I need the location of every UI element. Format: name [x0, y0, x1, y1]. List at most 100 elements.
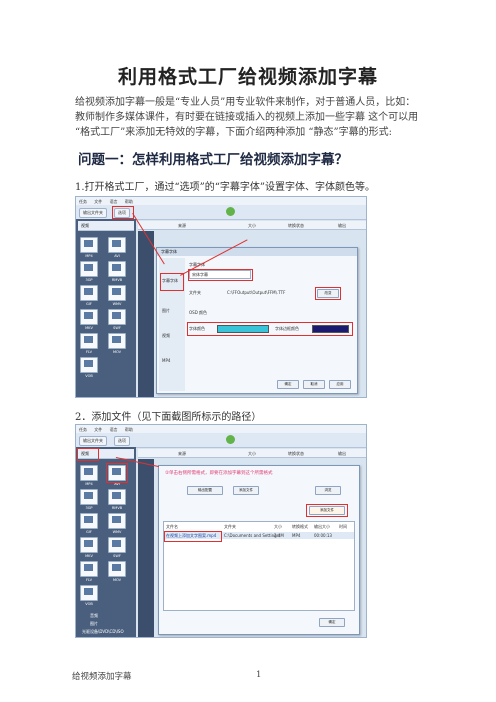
options-button[interactable]: 选项 — [114, 436, 130, 446]
add-file-button-highlighted[interactable]: 添加文件 — [309, 506, 345, 515]
format-icon[interactable]: VOB — [80, 357, 98, 378]
output-folder-button[interactable]: 输出文件夹 — [79, 436, 107, 446]
format-icon[interactable]: RMVB — [108, 489, 126, 510]
format-icon[interactable]: MKV — [80, 537, 98, 558]
left-strip — [138, 231, 154, 397]
browse-button[interactable]: 浏览 — [315, 486, 341, 495]
dialog-title: 字幕字体 — [157, 248, 357, 256]
toolbar: 输出文件夹 选项 — [76, 433, 366, 448]
table-row[interactable]: 在视频上添加文字图案.mp4 C:\Documents and Settings… — [164, 532, 354, 539]
sidebar-bottom-item[interactable]: 音频 — [90, 613, 98, 618]
dialog-sidebar: 字幕字体 图片 视频 MP4 — [159, 258, 185, 391]
intro-paragraph: 给视频添加字幕一般是“专业人员”用专业软件来制作，对于普通人员，比如： 教师制作… — [75, 95, 435, 140]
format-icon[interactable]: SWF — [108, 309, 126, 330]
path-value: C:\FFOutput\Output\FFM\.TTF — [227, 290, 286, 295]
question-heading: 问题一：怎样利用格式工厂给视频添加字幕？ — [78, 152, 348, 168]
outline-color-swatch[interactable] — [312, 325, 349, 333]
menu-item[interactable]: 帮助 — [124, 427, 133, 432]
task-list-header: 来源 大小 转换状态 输出 — [138, 449, 366, 458]
menu-item[interactable]: 任务 — [79, 427, 87, 432]
format-icon[interactable]: 3GP — [80, 261, 98, 282]
toolbar: 输出文件夹 选项 — [76, 205, 366, 220]
format-icon[interactable]: MOV — [108, 333, 126, 354]
ok-button[interactable]: 确定 — [277, 380, 299, 389]
menu-item[interactable]: 语言 — [109, 199, 118, 204]
format-icon[interactable]: MP4 — [80, 237, 98, 258]
screenshot-font-settings: 任务 文件 语言 帮助 输出文件夹 选项 视频 MP4 AVI 3GP RMVB… — [75, 196, 367, 398]
format-icon[interactable]: GIF — [80, 513, 98, 534]
highlight-box — [106, 463, 128, 483]
add-file-dialog: ②单击右侧所需格式，即要在添加字幕到这个所需格式 输出配置 添加文件 浏览 添加… — [158, 465, 360, 635]
menu-bar: 任务 文件 语言 帮助 — [76, 425, 366, 433]
menu-item[interactable]: 任务 — [79, 199, 87, 204]
highlight-box — [77, 448, 99, 461]
highlight-box — [112, 206, 134, 219]
output-config-button[interactable]: 输出配置 — [187, 486, 223, 495]
left-strip — [138, 459, 154, 637]
format-icon[interactable]: GIF — [80, 285, 98, 306]
format-icon[interactable]: FLV — [80, 333, 98, 354]
format-factory-logo-icon — [226, 207, 235, 216]
format-icon[interactable]: AVI — [108, 237, 126, 258]
highlight-box — [160, 273, 184, 291]
format-sidebar: 视频 MP4 AVI 3GP RMVB GIF WMV MKV SWF FLV … — [76, 219, 136, 397]
font-color-label: 字体颜色 — [189, 326, 205, 331]
format-icon[interactable]: RMVB — [108, 261, 126, 282]
sidebar-bottom-item[interactable]: 高级 — [90, 637, 98, 638]
format-icon[interactable]: WMV — [108, 285, 126, 306]
highlight-box — [188, 269, 253, 281]
format-icon[interactable]: MKV — [80, 309, 98, 330]
ok-button[interactable]: 确定 — [319, 618, 345, 627]
step-2-text: 2．添加文件（见下面截图所标示的路径） — [75, 412, 262, 423]
options-button[interactable]: 选项 — [114, 208, 130, 218]
dialog-item[interactable]: 视频 — [162, 333, 170, 338]
font-dialog: 字幕字体 字幕字体 图片 视频 MP4 字幕字体 宋体字幕 文件夹 C:\FFO… — [156, 247, 358, 394]
font-select[interactable]: 宋体字幕 — [189, 270, 251, 279]
menu-item[interactable]: 文件 — [94, 427, 103, 432]
file-list: 文件名 文件夹 大小 转换格式 输出大小 时间 在视频上添加文字图案.mp4 C… — [163, 521, 355, 611]
step-1-text: 1.打开格式工厂，通过“选项”的“字幕字体”设置字体、字体颜色等。 — [75, 182, 375, 193]
format-icon[interactable]: VOB — [80, 585, 98, 606]
screenshot-add-file: 任务 文件 语言 帮助 输出文件夹 选项 视频 MP4 AVI 3GP RMVB… — [75, 424, 367, 638]
menu-item[interactable]: 帮助 — [124, 199, 133, 204]
sidebar-category-video[interactable]: 视频 — [78, 449, 134, 459]
format-sidebar: 视频 MP4 AVI 3GP RMVB GIF WMV MKV SWF FLV … — [76, 447, 136, 637]
format-icon[interactable]: FLV — [80, 561, 98, 582]
sidebar-category-video[interactable]: 视频 — [78, 221, 134, 231]
dialog-item[interactable]: 字幕字体 — [162, 278, 178, 283]
color-label: OSD 颜色 — [189, 310, 208, 315]
highlight-box — [306, 504, 348, 517]
apply-button[interactable]: 应用 — [329, 380, 351, 389]
cancel-button[interactable]: 取消 — [303, 380, 325, 389]
highlight-box — [164, 531, 222, 542]
outline-color-label: 字体边框颜色 — [275, 326, 299, 331]
format-icon[interactable]: MOV — [108, 561, 126, 582]
format-icon[interactable]: SWF — [108, 537, 126, 558]
dialog-item[interactable]: MP4 — [162, 358, 171, 363]
path-label: 文件夹 — [189, 290, 201, 295]
dialog-item[interactable]: 图片 — [162, 308, 170, 313]
format-icon[interactable]: 3GP — [80, 489, 98, 510]
menu-bar: 任务 文件 语言 帮助 — [76, 197, 366, 205]
annotation-text: ②单击右侧所需格式，即要在添加字幕到这个所需格式 — [165, 471, 273, 476]
menu-item[interactable]: 文件 — [94, 199, 103, 204]
add-file-button[interactable]: 添加文件 — [233, 486, 259, 495]
page-number: 1 — [256, 670, 262, 680]
format-icon[interactable]: MP4 — [80, 465, 98, 486]
sidebar-bottom-item[interactable]: 光驱设备\DVD\CD\ISO — [82, 629, 124, 634]
format-icon[interactable]: WMV — [108, 513, 126, 534]
page-title: 利用格式工厂给视频添加字幕 — [117, 66, 378, 88]
change-button[interactable]: 改变 — [317, 289, 339, 298]
font-color-swatch[interactable] — [217, 325, 269, 333]
sidebar-bottom-item[interactable]: 图片 — [90, 621, 98, 626]
menu-item[interactable]: 语言 — [109, 427, 118, 432]
footer-title: 给视频添加字幕 — [72, 672, 132, 682]
task-list-header: 来源 大小 转换状态 输出 — [138, 221, 366, 230]
highlight-box — [315, 287, 341, 300]
intro-line: “格式工厂”来添加无特效的字幕，下面介绍两种添加 “静态”字幕的形式: — [75, 127, 392, 138]
highlight-box — [187, 322, 353, 336]
intro-line: 给视频添加字幕一般是“专业人员”用专业软件来制作，对于普通人员，比如： — [75, 97, 416, 108]
output-folder-button[interactable]: 输出文件夹 — [79, 208, 107, 218]
format-factory-logo-icon — [226, 435, 235, 444]
format-icon[interactable]: AVI — [108, 465, 126, 486]
